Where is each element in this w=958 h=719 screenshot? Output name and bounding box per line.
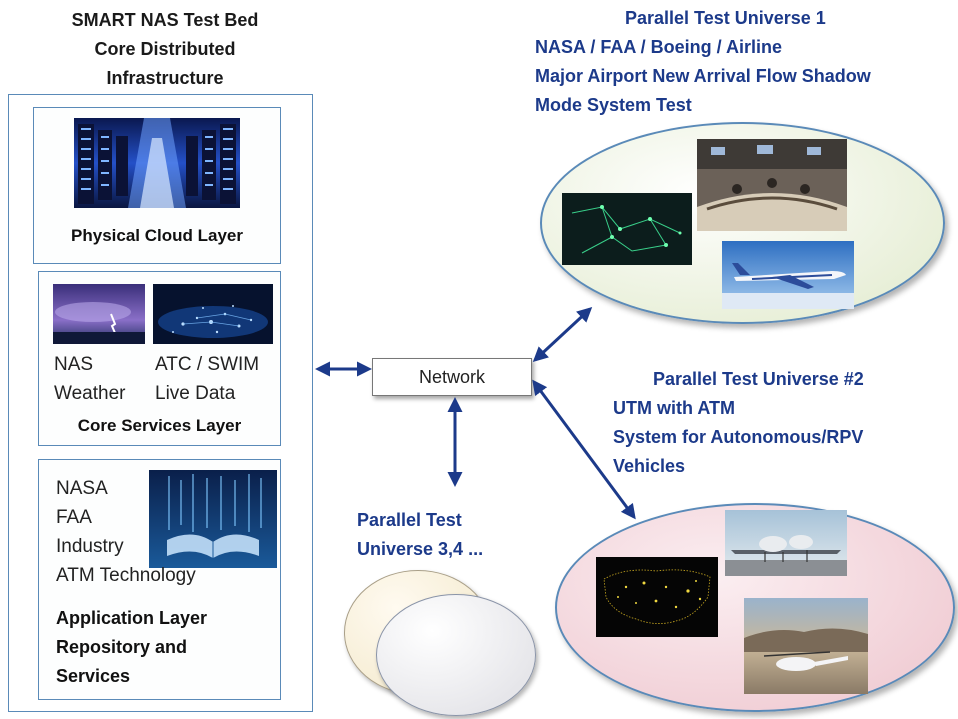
physical-cloud-layer-box: Physical Cloud Layer: [33, 107, 281, 264]
universe2-line-3: System for Autonomous/RPV: [613, 427, 864, 447]
radar-screen-image: [562, 193, 692, 265]
atc-swim-text: ATC / SWIM Live Data: [155, 350, 259, 408]
universe3-line-2: Universe 3,4 ...: [357, 539, 484, 559]
network-label: Network: [418, 366, 485, 387]
weather-line-1: NAS: [54, 354, 94, 375]
title-line-1: SMART NAS Test Bed: [71, 10, 259, 30]
testbed-title: SMART NAS Test Bed Core Distributed Infr…: [60, 6, 270, 93]
universe1-line-3: Major Airport New Arrival Flow Shadow: [535, 66, 871, 86]
arrow-network-to-universe1: [532, 306, 593, 363]
app-label-line-3: Services: [56, 666, 131, 686]
atc-line-2: Live Data: [155, 383, 236, 404]
application-text: NASA FAA Industry ATM Technology: [56, 474, 196, 590]
universe3-line-1: Parallel Test: [357, 510, 462, 530]
city-lights-image: [153, 284, 273, 344]
storm-image: [53, 284, 145, 344]
weather-text: NAS Weather: [54, 350, 125, 408]
app-label-line-1: Application Layer: [56, 608, 208, 628]
app-line-4: ATM Technology: [56, 565, 196, 586]
universe1-line-2: NASA / FAA / Boeing / Airline: [535, 37, 783, 57]
server-room-image: [74, 118, 240, 208]
universe2-line-1: Parallel Test Universe #2: [653, 369, 864, 389]
universe4-front-disc: [376, 594, 536, 716]
airliner-image: [722, 241, 854, 309]
application-layer-label: Application Layer Repository and Service…: [56, 604, 207, 691]
network-box: Network: [372, 358, 532, 396]
core-services-layer-label: Core Services Layer: [77, 416, 242, 435]
application-layer-box: NASA FAA Industry ATM Technology Applica…: [38, 459, 281, 700]
atc-line-1: ATC / SWIM: [155, 354, 260, 375]
helicopter-image: [744, 598, 868, 694]
app-line-1: NASA: [56, 478, 108, 499]
universe3-heading: Parallel Test Universe 3,4 ...: [357, 506, 483, 564]
universe1-line-1: Parallel Test Universe 1: [625, 8, 826, 28]
app-line-2: FAA: [56, 507, 92, 528]
us-traffic-map-image: [596, 557, 718, 637]
core-services-layer-box: NAS Weather ATC / SWIM Live Data Core Se…: [38, 271, 281, 446]
digital-book-image: [149, 470, 277, 568]
drones-image: [725, 510, 847, 576]
title-line-3: Infrastructure: [106, 68, 224, 88]
universe1-heading: Parallel Test Universe 1 NASA / FAA / Bo…: [535, 4, 871, 120]
universe2-heading: Parallel Test Universe #2 UTM with ATM S…: [613, 365, 864, 481]
infrastructure-box: Physical Cloud Layer: [8, 94, 313, 712]
control-room-image: [697, 139, 847, 231]
universe1-line-4: Mode System Test: [535, 95, 692, 115]
title-line-2: Core Distributed: [94, 39, 236, 59]
physical-cloud-layer-label: Physical Cloud Layer: [71, 226, 243, 245]
weather-line-2: Weather: [54, 383, 126, 404]
app-label-line-2: Repository and: [56, 637, 188, 657]
app-line-3: Industry: [56, 536, 124, 557]
universe2-line-2: UTM with ATM: [613, 398, 735, 418]
universe2-line-4: Vehicles: [613, 456, 686, 476]
